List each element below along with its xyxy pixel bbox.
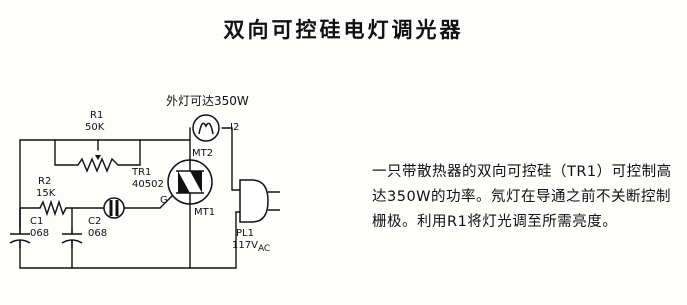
mt2-label: MT2 bbox=[192, 148, 213, 159]
description-paragraph: 一只带散热器的双向可控硅（TR1）可控制高达350W的功率。氖灯在导通之前不关断… bbox=[372, 164, 672, 230]
c2-name: C2 bbox=[88, 216, 101, 227]
r1-arrow-icon bbox=[95, 155, 101, 160]
description-text: 一只带散热器的双向可控硅（TR1）可控制高达350W的功率。氖灯在导通之前不关断… bbox=[372, 160, 677, 235]
r1-name: R1 bbox=[90, 110, 103, 121]
plug-icon bbox=[239, 179, 280, 223]
r2-value: 15K bbox=[36, 188, 56, 199]
triac-name: TR1 bbox=[131, 167, 151, 178]
c1-capacitor bbox=[9, 208, 31, 248]
neon-lamp-icon bbox=[103, 197, 125, 219]
c1-value: 068 bbox=[30, 228, 49, 239]
r2-name: R2 bbox=[38, 176, 51, 187]
r2-resistor bbox=[39, 199, 67, 217]
r1-value: 50K bbox=[85, 122, 105, 133]
gate-label: G bbox=[160, 195, 168, 206]
c2-capacitor bbox=[61, 228, 83, 248]
lamp-label: I2 bbox=[230, 122, 239, 133]
plug-name: PL1 bbox=[236, 228, 254, 239]
plug-voltage: 117VAC bbox=[232, 240, 270, 254]
triac-symbol bbox=[167, 159, 213, 205]
c1-name: C1 bbox=[30, 216, 43, 227]
r1-resistor bbox=[77, 157, 119, 173]
mt1-label: MT1 bbox=[194, 207, 215, 218]
triac-part: 40502 bbox=[132, 179, 164, 190]
lamp-note: 外灯可达350W bbox=[166, 94, 249, 108]
c2-value: 068 bbox=[88, 228, 107, 239]
lamp-icon bbox=[192, 114, 220, 142]
page-title: 双向可控硅电灯调光器 bbox=[223, 18, 464, 42]
